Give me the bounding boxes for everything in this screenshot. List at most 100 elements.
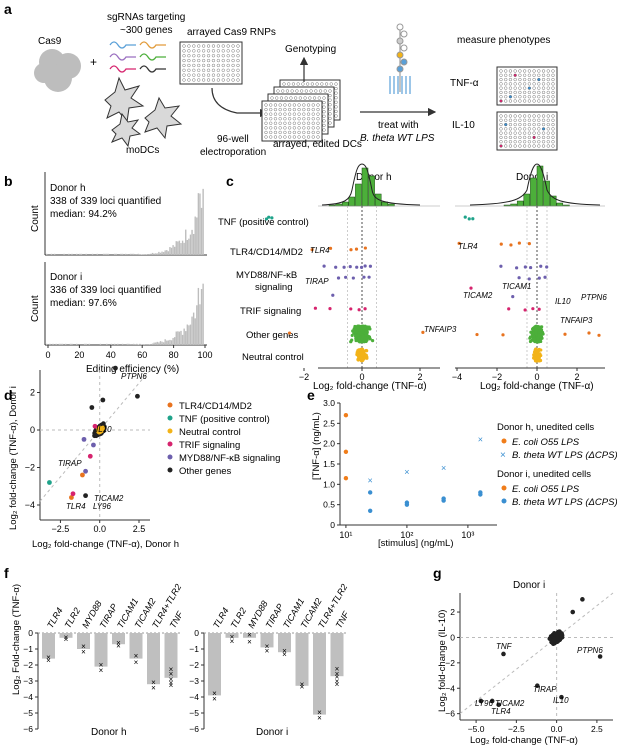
plate-well bbox=[546, 73, 550, 77]
plate-well bbox=[221, 63, 225, 68]
c-h-label-tlr4: TLR4 bbox=[310, 246, 330, 255]
plate-well bbox=[311, 130, 315, 135]
plate-well bbox=[197, 63, 201, 68]
d-label-ly96: LY96 bbox=[93, 502, 112, 511]
panel-f: f 0−1−2−3−4−5−6××TLR4××TLR2××MYD88××TIRA… bbox=[4, 565, 351, 738]
d-dot-highlight bbox=[83, 493, 88, 499]
plate-well bbox=[221, 58, 225, 63]
hist-bar bbox=[199, 193, 201, 255]
hist-bar bbox=[85, 253, 87, 255]
arrayed-rnps-label: arrayed Cas9 RNPs bbox=[187, 27, 276, 38]
c-dot-other bbox=[364, 339, 368, 343]
c-dot bbox=[467, 217, 471, 221]
plate-well bbox=[316, 117, 320, 121]
hist-bar bbox=[164, 250, 166, 255]
f-replicate-cross: × bbox=[81, 648, 86, 657]
plate-well bbox=[551, 82, 555, 86]
d-xtick-label: −2.5 bbox=[52, 524, 70, 534]
plate-well bbox=[513, 114, 517, 118]
plate-well bbox=[322, 110, 326, 114]
plate-well bbox=[216, 58, 220, 63]
plate-well bbox=[300, 89, 304, 93]
e-legend-h-title: Donor h, unedited cells bbox=[497, 422, 594, 433]
e-ytick-label: 2.0 bbox=[323, 439, 335, 449]
hist-bar bbox=[173, 246, 176, 255]
plate-well bbox=[541, 86, 546, 90]
f-ytick-label: −3 bbox=[23, 676, 33, 686]
modc-cells-icon bbox=[104, 76, 183, 148]
c-donor-i-title: Donor i bbox=[516, 172, 548, 183]
plate-well bbox=[504, 118, 508, 122]
plate-well bbox=[527, 90, 531, 95]
plate-well bbox=[311, 135, 315, 139]
plate-well bbox=[306, 130, 311, 135]
plate-well bbox=[518, 131, 522, 135]
hist-bar bbox=[136, 343, 138, 345]
hist-bar bbox=[158, 251, 160, 255]
plate-well bbox=[546, 99, 550, 103]
c-dot-neutral bbox=[537, 357, 541, 361]
c-dot bbox=[507, 307, 511, 311]
plate-well bbox=[309, 89, 313, 93]
plate-well bbox=[537, 135, 541, 140]
plate-well bbox=[197, 54, 201, 58]
plate-well bbox=[275, 96, 279, 100]
electroporation-arrow bbox=[211, 87, 269, 118]
c-dot bbox=[537, 276, 541, 280]
hist-bar bbox=[83, 343, 86, 345]
hist-bar bbox=[121, 253, 124, 255]
plate-well bbox=[311, 117, 315, 121]
hist-bar bbox=[145, 343, 147, 345]
plate-well bbox=[269, 121, 273, 125]
plate-well bbox=[541, 122, 546, 127]
f-bar bbox=[147, 633, 160, 685]
c-dot bbox=[310, 248, 314, 252]
plate-well bbox=[504, 69, 508, 73]
plate-well bbox=[288, 126, 292, 130]
plate-well bbox=[269, 135, 273, 139]
e-xtick-label: 10¹ bbox=[339, 530, 352, 540]
plate-well bbox=[508, 69, 513, 73]
plate-well bbox=[306, 103, 311, 107]
plate-well bbox=[236, 68, 240, 72]
plate-well bbox=[551, 118, 555, 122]
plate-well bbox=[527, 131, 531, 135]
plate-well bbox=[499, 90, 503, 95]
cas9-label: Cas9 bbox=[38, 36, 62, 47]
plate-well bbox=[546, 140, 550, 144]
plate-well bbox=[269, 130, 273, 135]
plate-well bbox=[281, 89, 285, 93]
hist-bar bbox=[197, 287, 200, 345]
plate-well bbox=[264, 121, 268, 125]
f-donor-i: Donor i bbox=[256, 727, 288, 738]
plate-well bbox=[499, 140, 503, 144]
plate-well bbox=[269, 112, 273, 116]
f-ytick-label: −5 bbox=[23, 708, 33, 718]
c-i-tick-label: −4 bbox=[452, 372, 462, 382]
plate-well bbox=[504, 131, 508, 135]
plate-well bbox=[324, 82, 329, 86]
c-hist-bar bbox=[341, 201, 349, 207]
hist-bar bbox=[178, 331, 181, 345]
plate-well bbox=[269, 107, 273, 112]
c-dot-other bbox=[365, 336, 370, 341]
c-dot-other bbox=[528, 335, 533, 339]
plate-well bbox=[527, 77, 531, 82]
c-dot bbox=[527, 277, 531, 281]
f-replicate-cross: × bbox=[64, 633, 69, 642]
plate-well bbox=[527, 135, 531, 140]
plate-well bbox=[187, 49, 191, 53]
plate-well bbox=[541, 69, 546, 73]
hist-bar bbox=[125, 253, 127, 255]
hist-bar bbox=[53, 253, 56, 255]
hist-bar bbox=[189, 234, 192, 255]
plate-well bbox=[182, 54, 186, 58]
c-dot-other bbox=[534, 326, 538, 330]
rnp-plate-icon bbox=[179, 41, 243, 85]
hist-bar bbox=[180, 330, 182, 345]
plate-well bbox=[518, 144, 522, 148]
plate-well bbox=[197, 58, 201, 63]
plate-well bbox=[499, 82, 503, 86]
f-bar bbox=[164, 633, 178, 678]
